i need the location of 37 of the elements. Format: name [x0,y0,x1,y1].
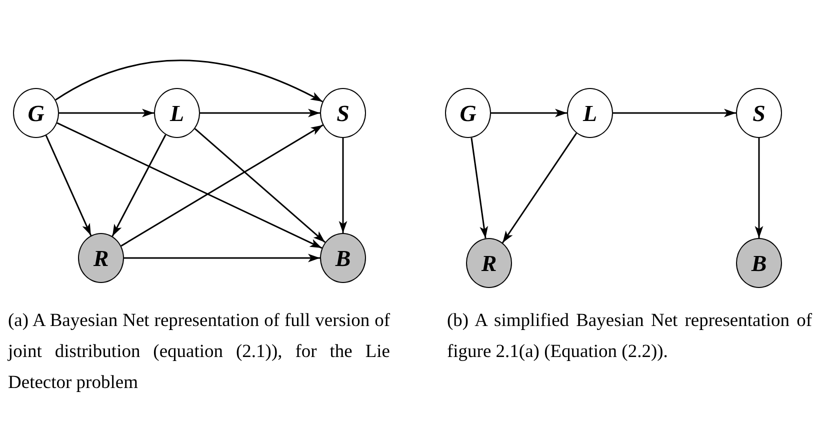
variable-label: L [170,102,184,124]
node-circle [154,88,200,138]
arrow [338,138,348,233]
arrow [200,108,320,118]
variable-label: S [336,102,350,124]
shaded-node-circle [320,233,366,283]
node-circle [445,88,491,138]
variable-label: B [335,246,351,270]
arrow [124,254,320,262]
figure-caption: (a) A Bayesian Net representation of full version of joint distribution (equation (2.1)), for the Lie Detector problem [8,310,390,395]
variable-label: S [752,102,766,124]
node-circle [736,88,782,138]
arrow [59,108,154,118]
variable-label: G [460,102,476,124]
arrow [55,60,323,102]
node-circle [13,88,59,138]
arrow [194,128,326,243]
variable-label: B [751,252,767,274]
variable-label: R [481,252,497,274]
arrow [112,134,166,237]
variable-label: R [93,246,109,270]
arrow [491,108,567,118]
shaded-node-circle [78,233,124,283]
variable-label: L [582,102,598,124]
arrow [613,108,736,118]
arrow [120,124,324,247]
figure-caption: (b) A simplified Bayesian Net representation of figure 2.1(a) (Equation (2.2)). [447,310,812,364]
arrow [56,122,322,249]
shaded-node-circle [736,238,782,288]
arrow [45,135,92,236]
shaded-node-circle [466,238,512,288]
arrow [502,132,578,244]
variable-label: G [28,102,44,124]
node-circle [567,88,613,138]
arrow [470,138,488,238]
arrow [754,138,764,238]
node-circle [320,88,366,138]
